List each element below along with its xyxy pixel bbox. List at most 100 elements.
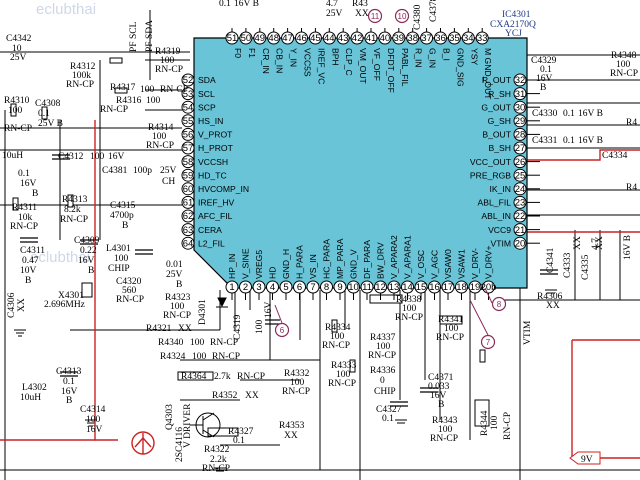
label-r4348: R4348 <box>611 51 637 61</box>
pin-label: MP_PARA <box>335 238 345 279</box>
pin-circle <box>513 195 527 209</box>
label-c4311-t: B <box>25 276 31 286</box>
pin-number: 32 <box>515 75 526 86</box>
label-c4309: C4309 <box>74 236 100 246</box>
label-c4330-val: 0.1 <box>563 109 575 119</box>
label-top-val2: 4.7 <box>326 0 338 9</box>
pin-circle <box>441 280 455 294</box>
label-r4364-val: 2.7k <box>214 372 231 382</box>
pin-circle <box>513 236 527 250</box>
pin-label: BPH <box>330 48 340 66</box>
label-r4333-val: 100 <box>336 370 351 380</box>
label-c4308-val: 0.1 <box>38 109 50 119</box>
wiring <box>0 10 640 480</box>
pin-circle <box>455 280 468 294</box>
label-r4364: R4364 <box>181 372 207 382</box>
label-c4313-val: 0.1 <box>63 377 75 387</box>
label-r4317: R4317 <box>110 83 136 93</box>
label-c4306: C4306 <box>7 292 17 318</box>
label-r4312-val: 100k <box>72 71 91 81</box>
label-r4310: R4310 <box>4 96 30 106</box>
pin-label: YSY <box>469 48 479 65</box>
pin-label: V_APARA2 <box>389 235 399 279</box>
pin-label: ABL_FIL <box>478 198 512 208</box>
label-c4312-v: 16V <box>108 152 125 162</box>
label-c4371-v: 16V <box>430 391 447 401</box>
pin-circle <box>513 155 527 169</box>
pin-label: CB_IN <box>275 48 285 73</box>
label-c4329: C4329 <box>531 56 557 66</box>
pin-label: B_OUT <box>482 130 511 140</box>
label-r4310-t: RN-CP <box>4 124 32 134</box>
watermark: eclubthai <box>30 249 90 266</box>
label-c4342-val: 10 <box>12 44 22 54</box>
pin-label: VTIM <box>490 238 511 248</box>
pin-label: HD <box>268 267 278 279</box>
pin-label: IK_IN <box>490 184 512 194</box>
label-c4329-t: B <box>540 83 546 93</box>
label-rncp-a: RN-CP <box>100 105 128 115</box>
pin-number: 12 <box>375 282 386 293</box>
pin-number: 13 <box>389 282 400 293</box>
pin-label: VF_OFF <box>372 48 382 81</box>
pin-number: 64 <box>183 238 194 249</box>
label-r4322-t: RN-CP <box>202 464 230 474</box>
label-c4314-val: 100 <box>86 415 101 425</box>
pin-circle <box>181 168 195 182</box>
label-c4333: C4333 <box>563 252 573 278</box>
pin-number: 62 <box>183 211 194 222</box>
label-c4313-v: 16V <box>61 387 78 397</box>
label-c4311-val: 0.47 <box>22 256 39 266</box>
pin-circle <box>336 31 350 45</box>
pin-circle <box>401 280 414 294</box>
resistor-symbols <box>10 57 490 437</box>
label-r4323-val: 100 <box>170 302 185 312</box>
pin-label: F0 <box>233 48 243 58</box>
pin-number: 10 <box>348 282 359 293</box>
pin-circle <box>414 280 428 294</box>
pins-right: 32R_OUT31R_SH30G_OUT29G_SH28B_OUT27B_SH2… <box>470 73 540 250</box>
pin-number: 43 <box>338 33 349 44</box>
pin-number: 18 <box>456 282 467 293</box>
pin-number: 4 <box>270 282 275 293</box>
label-c4381-val: 100p <box>133 166 152 176</box>
label-r4323: R4323 <box>165 293 191 303</box>
supply-flag: 9V <box>569 451 601 465</box>
pin-label: GND_H <box>281 249 291 279</box>
label-r4324-t: RN-CP <box>212 352 240 362</box>
label-c4320: C4320 <box>116 277 142 287</box>
label-r4341-t: RN-CP <box>436 333 464 343</box>
label-r4322: R4322 <box>204 445 230 455</box>
label-c4329-val: 0.1 <box>540 65 552 75</box>
pin-circle <box>181 209 195 223</box>
label-top-r2: XX <box>355 9 369 19</box>
pin-circle <box>308 31 322 45</box>
label-c4315: C4315 <box>110 201 136 211</box>
label-c4371: C4371 <box>428 373 454 383</box>
pin-circle <box>181 223 195 237</box>
label-r4313-val: 8.2k <box>64 205 81 215</box>
label-r4340: R4340 <box>158 338 184 348</box>
pin-circle <box>387 280 401 294</box>
pin-label: B_I <box>442 48 452 61</box>
label-top-v2: 25V <box>326 9 343 19</box>
label-r4-b: R4 <box>626 183 637 193</box>
pin-label: VCCSH <box>198 157 228 167</box>
label-r4311-val: 10k <box>18 213 33 223</box>
label-r4334-t: RN-CP <box>322 341 350 351</box>
pin-label: HC_PARA <box>322 239 332 279</box>
pin-number: 5 <box>283 282 288 293</box>
pin-circle <box>293 280 306 294</box>
watermark: eclubthai <box>36 1 96 18</box>
pin-label: VS_IN <box>308 254 318 279</box>
label-c4331: C4331 <box>532 136 558 146</box>
pin-circle <box>181 114 195 128</box>
pin-number: 37 <box>421 33 432 44</box>
pin-label: GND_SIG <box>455 48 465 87</box>
pin-number: 8 <box>324 282 329 293</box>
pin-circle <box>513 114 527 128</box>
label-r4337: R4337 <box>370 333 396 343</box>
marker-circle <box>274 322 290 338</box>
label-l4302-val: 10uH <box>20 393 41 403</box>
